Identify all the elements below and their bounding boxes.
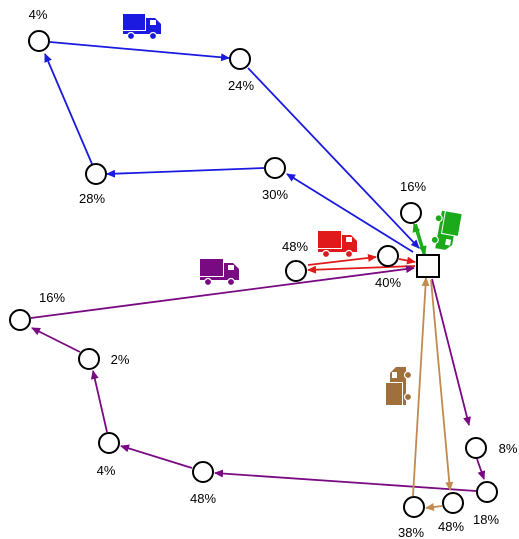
edge-green-g1-depot	[415, 223, 427, 255]
edge-purple-p4-p3	[120, 444, 193, 469]
node-p3	[98, 432, 120, 454]
edge-blue-b4-b3	[106, 167, 265, 178]
node-labels: 4% 24% 28% 30% 16% 48% 40% 16% 2% 4% 48%…	[29, 7, 518, 539]
node-label-b4: 30%	[262, 187, 288, 202]
node-o2	[442, 492, 464, 514]
node-b4	[264, 157, 286, 179]
node-label-g1: 16%	[400, 179, 426, 194]
edge-red-r2-depot	[398, 256, 416, 265]
edge-brown-o2-o1	[425, 503, 443, 511]
edge-blue-depot-b4	[286, 173, 414, 253]
route-brown	[412, 277, 454, 511]
node-o1	[403, 496, 425, 518]
node-label-p3: 4%	[97, 463, 116, 478]
node-label-o2: 48%	[438, 519, 464, 534]
node-p1	[9, 309, 31, 331]
node-p4	[192, 461, 214, 483]
edge-brown-depot-o2	[430, 279, 454, 491]
node-label-b2: 24%	[228, 78, 254, 93]
node-label-o1: 38%	[398, 525, 424, 539]
edge-purple-p5-p6	[476, 458, 486, 480]
edge-purple-p1-depot	[30, 265, 415, 319]
route-red	[307, 253, 416, 274]
node-b1	[28, 30, 50, 52]
truck-icon	[318, 231, 357, 259]
edge-purple-p2-p1	[31, 327, 81, 353]
edge-blue-b2-depot	[247, 67, 420, 249]
route-blue	[44, 41, 420, 253]
node-label-p1: 16%	[39, 290, 65, 305]
edge-purple-p6-p4	[214, 469, 477, 492]
edge-purple-depot-p5	[431, 278, 471, 426]
node-label-p5: 8%	[499, 441, 518, 456]
node-p5	[465, 437, 487, 459]
edge-blue-b3-b1	[44, 53, 93, 165]
edge-blue-b1-b2	[49, 41, 230, 62]
edge-red-depot-r1	[307, 265, 416, 274]
node-label-p6: 18%	[473, 512, 499, 527]
route-green	[412, 223, 427, 257]
node-label-p4: 48%	[190, 491, 216, 506]
edge-green-depot-g1	[412, 223, 425, 257]
node-b3	[85, 163, 107, 185]
node-r1	[285, 260, 307, 282]
truck-icon	[430, 210, 462, 250]
node-label-p2: 2%	[111, 352, 130, 367]
node-r2	[377, 245, 399, 267]
node-g1	[400, 202, 422, 224]
node-label-b3: 28%	[79, 191, 105, 206]
depot-node	[416, 254, 440, 278]
customer-nodes	[9, 30, 498, 518]
edge-purple-p3-p2	[90, 370, 108, 433]
node-p6	[476, 481, 498, 503]
truck-icon	[123, 14, 161, 41]
edge-brown-o1-depot	[412, 277, 430, 497]
truck-icon	[200, 259, 239, 287]
node-label-r2: 40%	[375, 275, 401, 290]
node-b2	[229, 48, 251, 70]
truck-icon	[386, 367, 413, 405]
node-p2	[78, 348, 100, 370]
edge-red-r1-r2	[307, 253, 377, 266]
route-purple	[30, 265, 486, 492]
node-label-r1: 48%	[282, 239, 308, 254]
node-label-b1: 4%	[29, 7, 48, 22]
